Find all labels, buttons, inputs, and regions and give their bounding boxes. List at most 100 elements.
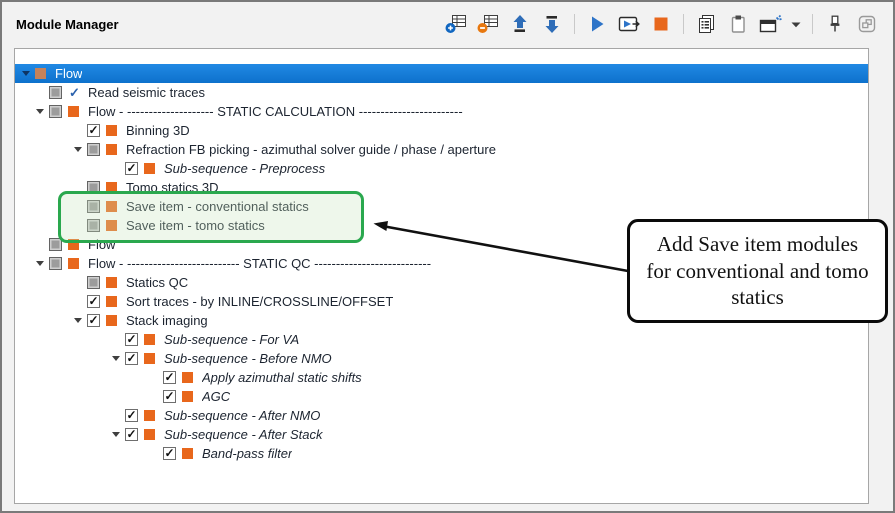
add-module-icon[interactable] [444,13,468,35]
tree-row[interactable]: Apply azimuthal static shifts [15,368,868,387]
tree-row[interactable]: Stack imaging [15,311,868,330]
remove-module-icon[interactable] [476,13,500,35]
tree-row[interactable]: Flow - -------------------------- STATIC… [15,254,868,273]
checkbox-checked[interactable] [125,349,138,367]
module-icon [68,106,79,117]
checkbox-checked[interactable] [163,368,176,386]
module-icon [106,125,117,136]
module-icon [106,315,117,326]
arrow-spacer [72,197,87,216]
module-icon [106,144,117,155]
tree-row-label: Stack imaging [126,313,208,328]
checkbox-partial[interactable] [87,219,100,232]
checkbox-checked[interactable] [87,311,100,329]
checkbox-checked[interactable] [87,292,100,310]
checkbox-checked[interactable] [87,121,100,139]
tree-row[interactable]: Tomo statics 3D [15,178,868,197]
arrow-spacer [72,292,87,311]
module-icon [144,353,155,364]
titlebar: Module Manager [2,2,893,46]
dropdown-caret-icon[interactable] [790,13,802,35]
run-icon[interactable] [585,13,609,35]
module-icon [35,68,46,79]
tree-row-label: Sub-sequence - After NMO [164,408,321,423]
module-icon [182,391,193,402]
check-icon: ✓ [69,85,80,100]
module-icon [106,201,117,212]
move-down-icon[interactable] [540,13,564,35]
expand-arrow-icon[interactable] [20,64,35,83]
checkbox-partial[interactable] [49,238,62,251]
tree-row-label: Statics QC [126,275,189,290]
annotation-text: Add Save item modules for conventional a… [646,231,869,310]
expand-arrow-icon[interactable] [72,311,87,330]
checkbox-checked[interactable] [163,387,176,405]
expand-arrow-icon[interactable] [72,140,87,159]
new-window-icon[interactable] [758,13,782,35]
annotation-callout: Add Save item modules for conventional a… [627,219,888,323]
module-icon [182,448,193,459]
expand-arrow-icon[interactable] [34,254,49,273]
tree-row[interactable]: Sub-sequence - Preprocess [15,159,868,178]
expand-arrow-icon[interactable] [110,349,125,368]
tree-row[interactable]: Band-pass filter [15,444,868,463]
tree-row[interactable]: Binning 3D [15,121,868,140]
tree-row[interactable]: Sub-sequence - After Stack [15,425,868,444]
module-icon [144,334,155,345]
stop-icon[interactable] [649,13,673,35]
module-icon [144,410,155,421]
tree-row[interactable]: Sub-sequence - Before NMO [15,349,868,368]
tree-row[interactable]: Refraction FB picking - azimuthal solver… [15,140,868,159]
arrow-spacer [34,83,49,102]
float-window-icon[interactable] [855,13,879,35]
checkbox-partial[interactable] [87,181,100,194]
checkbox-partial[interactable] [49,257,62,270]
tree-row[interactable]: Save item - conventional statics [15,197,868,216]
arrow-spacer [72,178,87,197]
tree-row-label: Sub-sequence - After Stack [164,427,323,442]
arrow-spacer [110,406,125,425]
checkbox-checked[interactable] [125,406,138,424]
arrow-spacer [72,273,87,292]
tree-row[interactable]: Save item - tomo statics [15,216,868,235]
toolbar-separator [574,14,575,34]
checkbox-checked[interactable] [125,330,138,348]
tree-row[interactable]: AGC [15,387,868,406]
tree-row-label: Tomo statics 3D [126,180,219,195]
expand-arrow-icon[interactable] [34,102,49,121]
run-flow-icon[interactable] [617,13,641,35]
checkbox-checked[interactable] [125,425,138,443]
arrow-spacer [148,387,163,406]
module-list-icon[interactable] [694,13,718,35]
module-icon [106,220,117,231]
checkbox-checked[interactable] [125,159,138,177]
tree-row-label: Save item - tomo statics [126,218,265,233]
checkbox-partial[interactable] [87,143,100,156]
module-icon [68,258,79,269]
tree-row[interactable]: Flow - -------------------- STATIC CALCU… [15,102,868,121]
arrow-spacer [110,330,125,349]
arrow-spacer [148,444,163,463]
tree-row[interactable]: Statics QC [15,273,868,292]
tree-row[interactable]: Flow [15,64,868,83]
expand-arrow-icon[interactable] [110,425,125,444]
tree-row[interactable]: Sort traces - by INLINE/CROSSLINE/OFFSET [15,292,868,311]
move-up-icon[interactable] [508,13,532,35]
tree-row[interactable]: ✓Read seismic traces [15,83,868,102]
tree-row-label: Apply azimuthal static shifts [202,370,362,385]
checkbox-partial[interactable] [49,105,62,118]
checkbox-partial[interactable] [87,276,100,289]
checkbox-checked[interactable] [163,444,176,462]
tree-row-label: Sub-sequence - Preprocess [164,161,326,176]
paste-icon[interactable] [726,13,750,35]
tree-row-label: Refraction FB picking - azimuthal solver… [126,142,496,157]
tree-row-label: Flow [88,237,116,252]
tree-row[interactable]: Sub-sequence - After NMO [15,406,868,425]
tree-row-label: Save item - conventional statics [126,199,309,214]
tree-row-label: AGC [202,389,231,404]
toolbar [444,13,879,35]
pin-icon[interactable] [823,13,847,35]
tree-row[interactable]: Sub-sequence - For VA [15,330,868,349]
checkbox-partial[interactable] [49,86,62,99]
checkbox-partial[interactable] [87,200,100,213]
